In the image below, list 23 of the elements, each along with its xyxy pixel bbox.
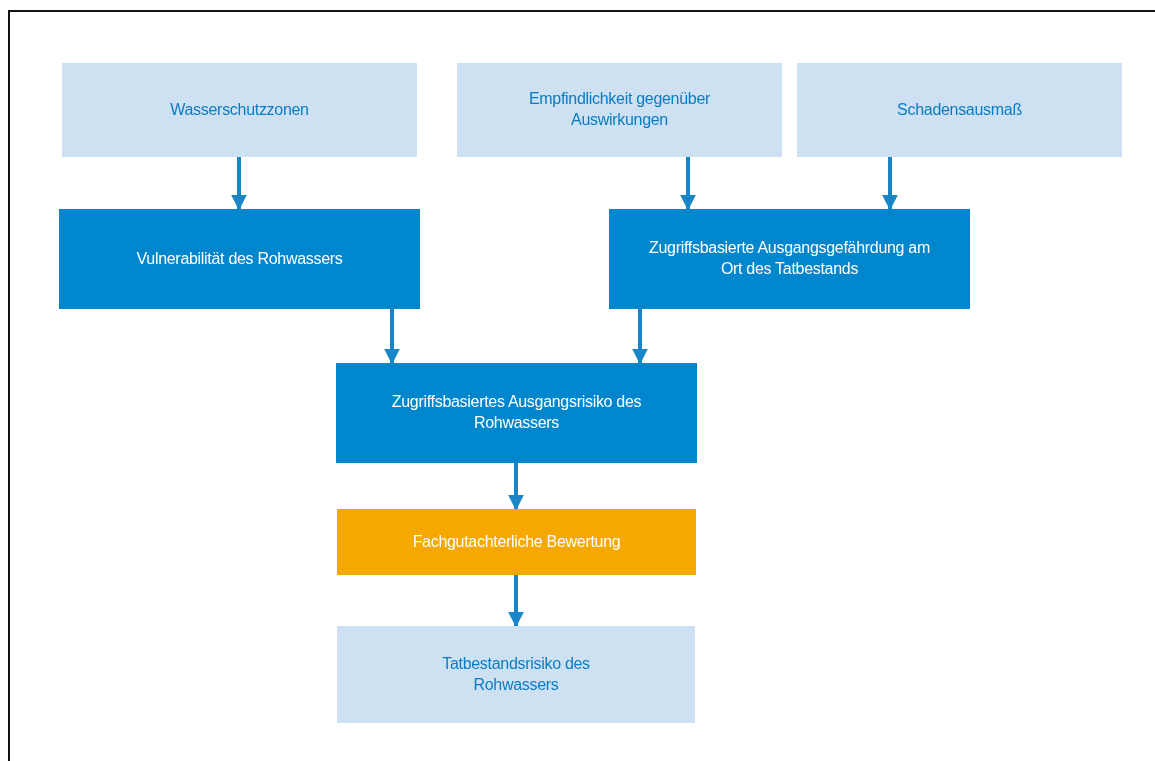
process-box <box>609 209 970 309</box>
arrow <box>508 463 524 511</box>
process-box <box>336 363 697 463</box>
node-label: Vulnerabilität des Rohwassers <box>136 248 343 269</box>
input-box <box>62 63 417 157</box>
node-label: Schadensausmaß <box>897 99 1022 120</box>
input-box <box>457 63 782 157</box>
node-label: Wasserschutzzonen <box>170 99 309 120</box>
process-box <box>59 209 420 309</box>
node-label: Zugriffsbasiertes Ausgangsrisiko des Rohwassers <box>391 392 642 433</box>
arrow <box>882 157 898 211</box>
input-box <box>337 626 695 723</box>
input-box <box>797 63 1122 157</box>
node-label: Zugriffsbasierte Ausgangsgefährdung am Ort des Tatbestands <box>648 238 931 279</box>
arrow <box>384 309 400 365</box>
node-label: Fachgutachterliche Bewertung <box>412 531 621 552</box>
arrow <box>231 157 247 211</box>
arrow <box>508 575 524 628</box>
node-label: Empfindlichkeit gegenüber Auswirkungen <box>527 89 712 130</box>
arrow <box>632 309 648 365</box>
review-box <box>337 509 696 575</box>
node-label: Tatbestandsrisiko des Rohwassers <box>441 653 591 695</box>
arrow <box>680 157 696 211</box>
